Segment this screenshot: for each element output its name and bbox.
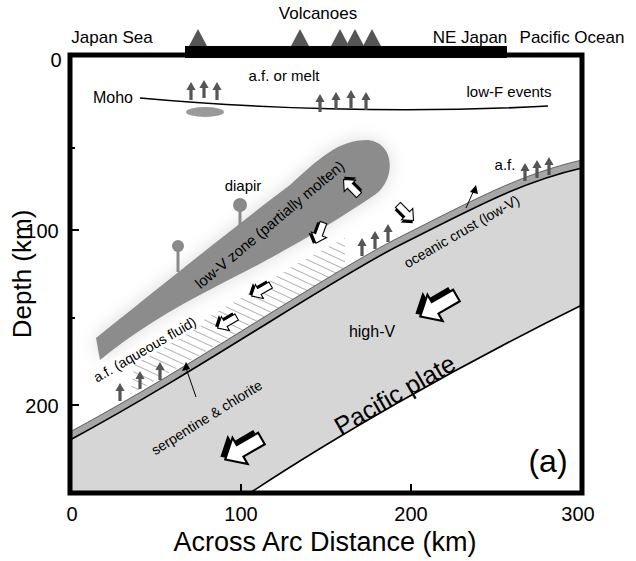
drawing-polygon (346, 29, 364, 46)
annotation: Japan Sea (71, 29, 152, 48)
annotation: oceanic crust (low-V) (402, 193, 523, 272)
annotation: NE Japan (433, 29, 508, 48)
drawing-use (211, 308, 241, 336)
drawing-line (70, 404, 79, 406)
drawing-rect (70, 55, 582, 493)
drawing-use (315, 94, 324, 112)
region-label: high-V (349, 323, 395, 341)
drawing-use (155, 362, 164, 380)
annotation: Pacific Ocean (520, 29, 625, 48)
drawing-use (212, 82, 221, 100)
annotation: diapir (225, 178, 262, 195)
drawing-path (70, 160, 582, 493)
drawing-line (240, 484, 242, 493)
drawing-use (306, 219, 331, 247)
drawing-polygon (331, 29, 349, 46)
drawing-line (70, 317, 75, 319)
tick-label: 100 (224, 503, 257, 525)
drawing-use (383, 224, 392, 242)
drawing-use (135, 371, 144, 389)
drawing-ellipse (186, 107, 224, 117)
drawing-use (544, 157, 553, 175)
drawing-use (199, 80, 208, 98)
drawing-use (346, 90, 355, 108)
drawing-line (70, 229, 79, 231)
axis-title: Depth (km) (8, 210, 37, 339)
drawing-path (250, 305, 582, 493)
annotation: a.f. or melt (249, 68, 320, 85)
tick-label: 0 (66, 503, 77, 525)
region-label: Pacific plate (330, 349, 460, 440)
drawing-use (337, 171, 367, 201)
drawing-line (70, 147, 75, 149)
tick-label: 200 (25, 395, 58, 417)
drawing-polygon (291, 29, 309, 46)
drawing-use (213, 421, 269, 474)
axis-title: Across Arc Distance (km) (173, 528, 476, 558)
drawing-use (186, 82, 195, 100)
drawing-use (331, 92, 340, 110)
tick-label: 300 (561, 503, 594, 525)
panel-letter: (a) (528, 444, 567, 479)
drawing-use (115, 383, 124, 401)
drawing-polygon (130, 238, 345, 395)
drawing-use (361, 92, 370, 110)
drawing-polygon (470, 185, 478, 194)
annotation: low-F events (466, 84, 551, 101)
tick-label: 0 (50, 49, 61, 71)
drawing-use (520, 163, 529, 181)
annotation: Volcanoes (279, 5, 357, 24)
drawing-line (186, 368, 196, 397)
drawing-polygon (182, 362, 190, 371)
drawing-use (370, 231, 379, 249)
drawing-use (245, 276, 275, 304)
drawing-polygon (363, 29, 381, 46)
drawing-use (357, 238, 366, 256)
drawing-circle (233, 198, 247, 212)
drawing-use (408, 278, 464, 331)
drawing-path (70, 168, 582, 440)
drawing-use (532, 160, 541, 178)
drawing-circle (172, 240, 184, 252)
drawing-path (70, 164, 582, 436)
drawing-polygon (189, 29, 207, 46)
annotation: a.f. (495, 157, 516, 174)
tick-label: 200 (394, 503, 427, 525)
drawing-g (70, 148, 411, 493)
drawing-line (177, 251, 180, 272)
drawing-line (239, 211, 242, 225)
drawing-path (70, 160, 582, 432)
annotation: Moho (93, 89, 133, 107)
drawing-line (410, 484, 412, 493)
drawing-use (391, 199, 421, 229)
